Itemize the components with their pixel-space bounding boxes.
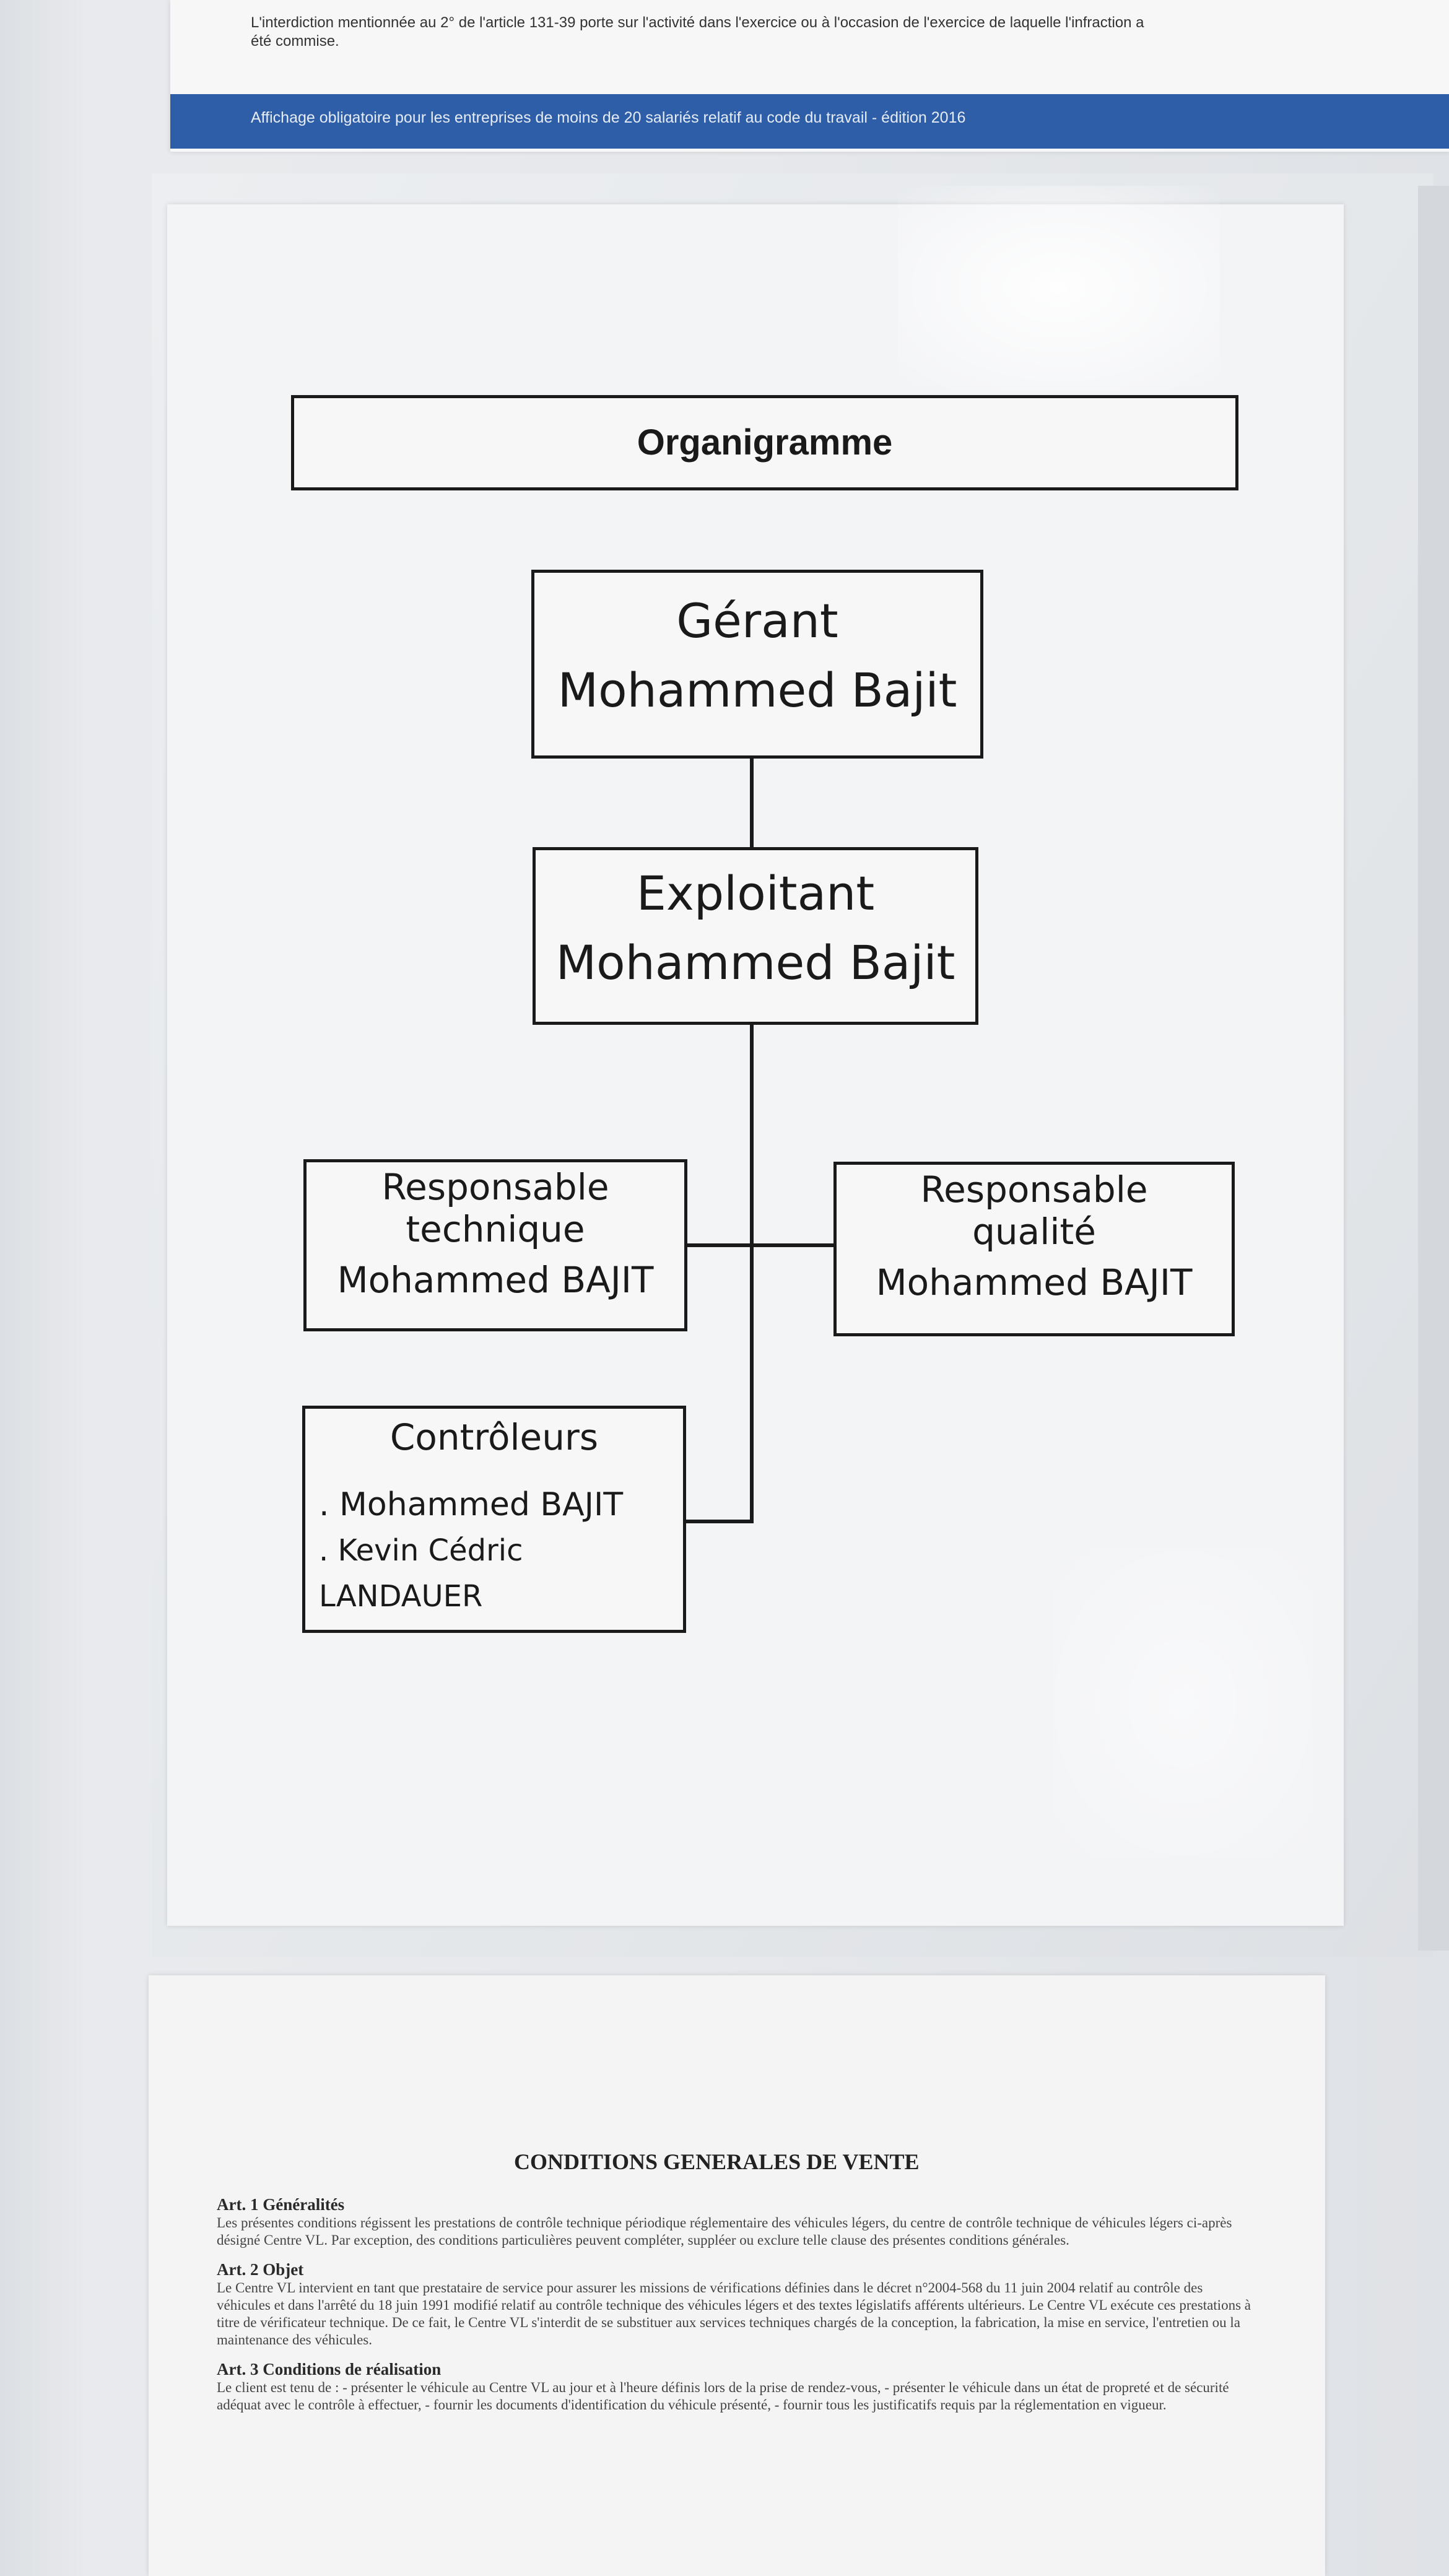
- resp-technique-box: Responsable technique Mohammed BAJIT: [303, 1159, 687, 1331]
- notice-text: L'interdiction mentionnée au 2° de l'art…: [251, 14, 1144, 50]
- cgv-article-heading: Art. 1 Généralités: [217, 2195, 345, 2214]
- connector-gerant-exploitant: [750, 759, 754, 848]
- resp-technique-role-2: technique: [406, 1208, 585, 1250]
- cgv-article-heading: Art. 2 Objet: [217, 2260, 304, 2279]
- gerant-name: Mohammed Bajit: [557, 663, 957, 718]
- resp-qualite-name: Mohammed BAJIT: [876, 1261, 1193, 1303]
- cgv-sheet: CONDITIONS GENERALES DE VENTE Art. 1 Gén…: [149, 1975, 1325, 2576]
- resp-qualite-role-1: Responsable: [920, 1168, 1148, 1211]
- resp-qualite-role-2: qualité: [972, 1211, 1096, 1253]
- controleurs-box: Contrôleurs . Mohammed BAJIT . Kevin Céd…: [302, 1406, 686, 1633]
- org-chart-sheet: [167, 204, 1344, 1926]
- cgv-article-text: Le client est tenu de : - présenter le v…: [217, 2380, 1229, 2413]
- notice-footer-text: Affichage obligatoire pour les entrepris…: [251, 109, 966, 126]
- exploitant-role: Exploitant: [636, 866, 875, 921]
- controleur-item: . Mohammed BAJIT: [319, 1486, 624, 1523]
- cgv-article-heading: Art. 3 Conditions de réalisation: [217, 2360, 442, 2378]
- gerant-role: Gérant: [676, 593, 838, 648]
- top-notice-sheet: L'interdiction mentionnée au 2° de l'art…: [170, 0, 1449, 152]
- cgv-body: Art. 1 Généralités Les présentes conditi…: [217, 2195, 1257, 2414]
- exploitant-name: Mohammed Bajit: [555, 935, 955, 990]
- controleurs-title: Contrôleurs: [389, 1416, 599, 1458]
- connector-responsables: [685, 1243, 836, 1247]
- cgv-article-text: Les présentes conditions régissent les p…: [217, 2215, 1232, 2248]
- resp-qualite-box: Responsable qualité Mohammed BAJIT: [833, 1162, 1235, 1336]
- connector-controleurs: [685, 1520, 754, 1523]
- controleur-item: . Kevin Cédric LANDAUER: [319, 1533, 523, 1614]
- notice-footer-band: Affichage obligatoire pour les entrepris…: [170, 94, 1449, 149]
- connector-trunk: [750, 1025, 754, 1523]
- exploitant-box: Exploitant Mohammed Bajit: [533, 847, 978, 1025]
- org-chart-title: Organigramme: [291, 395, 1238, 490]
- gerant-box: Gérant Mohammed Bajit: [531, 570, 983, 759]
- resp-technique-name: Mohammed BAJIT: [337, 1259, 654, 1301]
- adjacent-sheet-edge: [1418, 186, 1449, 1951]
- cgv-article-text: Le Centre VL intervient en tant que pres…: [217, 2280, 1251, 2348]
- cgv-title: CONDITIONS GENERALES DE VENTE: [514, 2149, 920, 2174]
- resp-technique-role-1: Responsable: [381, 1166, 609, 1208]
